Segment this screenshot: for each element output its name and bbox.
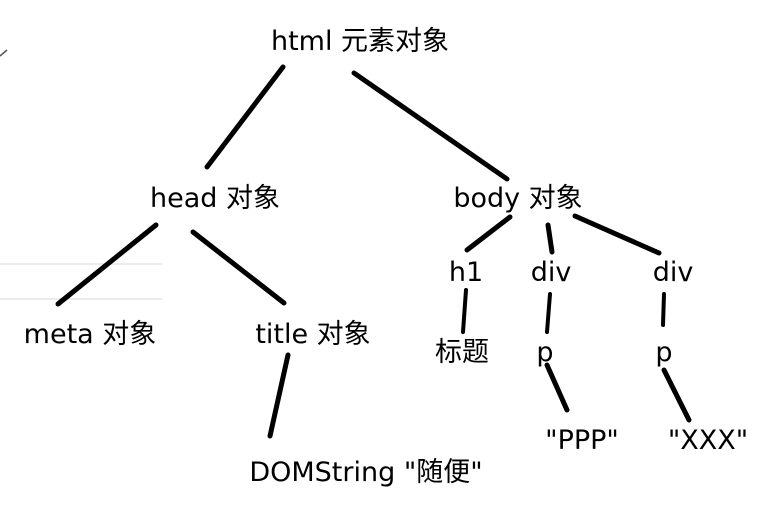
node-head: head 对象 <box>150 183 280 214</box>
edge-head-title <box>190 229 287 306</box>
node-div-1: div <box>531 257 572 288</box>
node-p-2-text: "XXX" <box>668 425 748 456</box>
edge-head-meta <box>55 222 159 307</box>
edge-html-body <box>351 70 510 182</box>
node-meta: meta 对象 <box>24 319 157 350</box>
edge-div1-p1 <box>545 292 552 334</box>
edge-title-text <box>267 352 291 439</box>
node-html: html 元素对象 <box>271 26 449 57</box>
node-body: body 对象 <box>453 183 582 214</box>
edge-body-div2 <box>572 213 662 256</box>
node-div-2: div <box>653 257 694 288</box>
edge-h1-text <box>461 288 468 334</box>
edge-p2-text <box>661 367 692 423</box>
edge-p1-text <box>544 362 570 413</box>
edge-html-head <box>204 64 286 170</box>
node-h1-text: 标题 <box>435 337 489 368</box>
node-p-1-text: "PPP" <box>545 425 619 456</box>
edge-body-h1 <box>464 214 513 253</box>
node-h1: h1 <box>449 257 483 288</box>
edge-div2-p2 <box>661 292 666 327</box>
left-edge-tick <box>0 49 8 57</box>
node-p-1: p <box>536 337 553 368</box>
node-title: title 对象 <box>255 319 370 350</box>
edge-body-div1 <box>545 222 555 255</box>
node-title-text: DOMString "随便" <box>249 457 482 488</box>
node-p-2: p <box>655 337 672 368</box>
